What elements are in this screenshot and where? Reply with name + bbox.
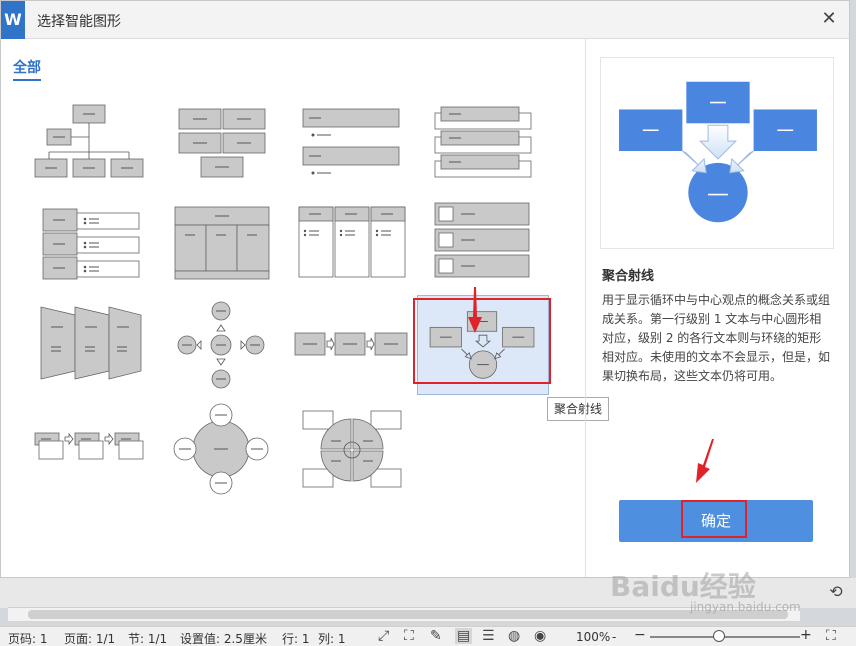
zoom-slider[interactable]: [650, 636, 800, 638]
red-arrow-icon: [696, 439, 714, 483]
outline-view-icon[interactable]: ☰: [482, 628, 495, 644]
layout-circle-relationship[interactable]: [161, 403, 283, 495]
status-section: 节: 1/1: [128, 632, 168, 646]
layout-table-hierarchy[interactable]: [161, 199, 283, 291]
tab-all[interactable]: 全部: [13, 57, 41, 81]
layout-trapezoid-list[interactable]: [29, 301, 151, 393]
layout-horizontal-bullet[interactable]: [29, 199, 151, 291]
horizontal-scrollbar[interactable]: [8, 607, 800, 621]
preview-panel: 聚合射线 用于显示循环中与中心观点的概念关系或组成关系。第一行级别 1 文本与中…: [585, 39, 849, 577]
smartart-dialog: W 选择智能图形 ✕ 全部: [0, 0, 850, 578]
focus-icon[interactable]: ⛶: [404, 628, 414, 644]
layout-block-list[interactable]: [161, 97, 283, 189]
layout-cycle-matrix[interactable]: [291, 403, 413, 495]
page-view-icon[interactable]: ▤: [455, 628, 473, 644]
layout-stacked-list[interactable]: [421, 97, 543, 189]
document-area: [0, 578, 856, 608]
zoom-out-icon[interactable]: −: [634, 627, 646, 643]
watermark-sub: jingyan.baidu.com: [690, 600, 801, 614]
layout-process-cards[interactable]: [29, 403, 151, 495]
watermark: Baidu经验: [610, 570, 756, 603]
layout-description: 用于显示循环中与中心观点的概念关系或组成关系。第一行级别 1 文本与中心圆形相对…: [602, 293, 831, 383]
zoom-in-icon[interactable]: +: [800, 627, 812, 643]
fit-window-icon[interactable]: ⛶: [826, 628, 836, 644]
layout-org-chart[interactable]: [29, 97, 151, 189]
close-icon[interactable]: ✕: [821, 8, 837, 29]
layout-preview: [600, 57, 834, 249]
pen-icon[interactable]: ✎: [430, 628, 442, 644]
layout-picture-list[interactable]: [421, 199, 543, 291]
status-bar: 页码: 1 页面: 1/1 节: 1/1 设置值: 2.5厘米 行: 1 列: …: [0, 626, 856, 646]
web-view-icon[interactable]: ◍: [508, 628, 521, 644]
layout-name: 聚合射线: [602, 269, 655, 284]
layout-vertical-bullet-list[interactable]: [291, 97, 413, 189]
dialog-title: 选择智能图形: [37, 14, 121, 30]
layout-gallery: 全部: [1, 39, 610, 577]
zoom-slider-handle[interactable]: [713, 630, 725, 642]
status-row: 行: 1: [282, 632, 310, 646]
history-icon[interactable]: ⟲: [829, 582, 843, 601]
zoom-dropdown[interactable]: -: [612, 630, 617, 644]
layout-tooltip: 聚合射线: [547, 397, 610, 421]
status-setting: 设置值: 2.5厘米: [180, 632, 267, 646]
app-logo-icon: W: [1, 1, 25, 39]
ok-button[interactable]: 确定: [619, 500, 813, 542]
layout-vertical-box-list[interactable]: [291, 199, 413, 291]
fullscreen-icon[interactable]: ⤢: [378, 628, 390, 644]
layout-converging-radial-selected[interactable]: [417, 295, 549, 395]
layout-basic-process[interactable]: [291, 301, 413, 393]
status-page-code: 页码: 1: [8, 632, 48, 646]
status-col: 列: 1: [318, 632, 346, 646]
dialog-titlebar: W 选择智能图形 ✕: [1, 1, 849, 39]
status-page: 页面: 1/1: [64, 632, 116, 646]
zoom-level[interactable]: 100%: [576, 630, 611, 644]
layout-radial-cycle[interactable]: [161, 301, 283, 393]
eye-protection-icon[interactable]: ◉: [534, 628, 547, 644]
